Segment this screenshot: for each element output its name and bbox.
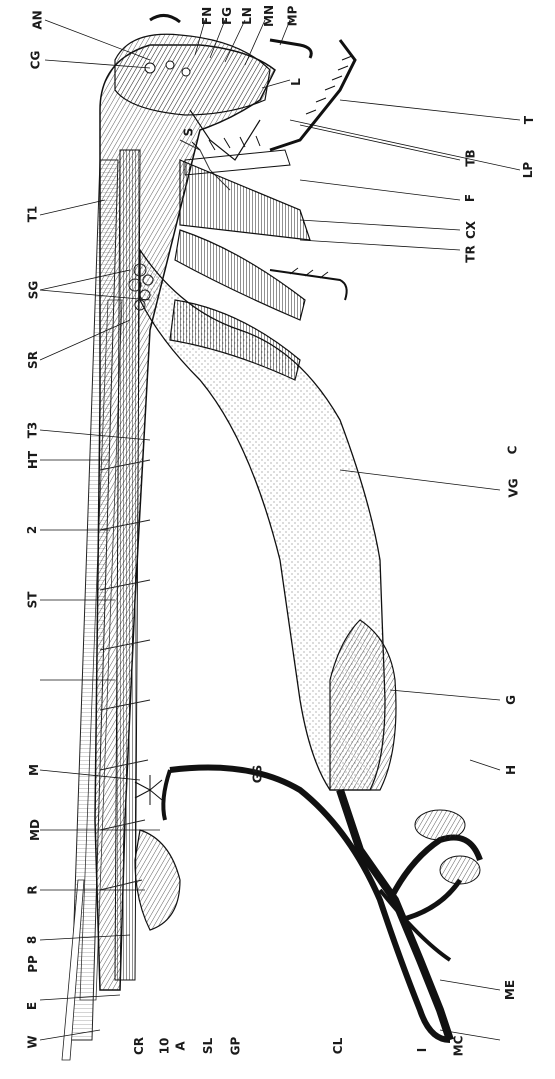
label-F: F [464,194,476,202]
label-T3: T3 [26,422,38,439]
label-LP: LP [522,162,534,178]
label-LN: LN [241,7,253,25]
label-8: 8 [26,936,38,944]
label-AN: AN [32,10,44,29]
label-MD: MD [29,819,41,841]
label-T: T [523,116,535,124]
label-CG: CG [29,51,41,70]
rectum [135,830,180,930]
label-SG: SG [27,281,39,300]
label-GS: GS [251,765,263,784]
label-L: L [290,78,302,86]
label-I: I [416,1048,428,1052]
head [115,15,311,115]
label-MN: MN [263,5,275,27]
front-leg [180,136,310,240]
label-TB: TB [465,149,477,166]
label-CR: CR [133,1037,145,1055]
label-PP: PP [27,955,39,973]
label-E: E [26,1002,38,1010]
label-H: H [505,765,517,775]
label-CL: CL [332,1038,344,1054]
label-HT: HT [27,451,39,469]
label-MC: MC [452,1036,464,1057]
label-10: 10 [158,1038,170,1055]
label-G: G [505,695,517,705]
label-FN: FN [201,7,213,25]
digestive-tract [140,250,480,1040]
label-W: W [27,1035,39,1048]
malpighian-tubules [135,775,162,805]
label-VG: VG [508,478,520,497]
label-M: M [28,764,40,776]
label-A: A [175,1041,187,1050]
label-R: R [27,885,39,894]
label-ST: ST [26,592,38,609]
label-SR: SR [27,351,39,369]
label-2: 2 [26,526,38,534]
label-T1: T1 [26,206,38,223]
label-CX: CX [465,221,477,239]
label-GP: GP [229,1037,241,1056]
label-SL: SL [202,1038,214,1054]
label-C: C [506,446,518,455]
label-FG: FG [221,7,233,25]
label-MP: MP [286,6,298,27]
label-S: S [182,128,194,137]
label-ME: ME [504,980,516,1000]
label-TR: TR [465,245,477,262]
